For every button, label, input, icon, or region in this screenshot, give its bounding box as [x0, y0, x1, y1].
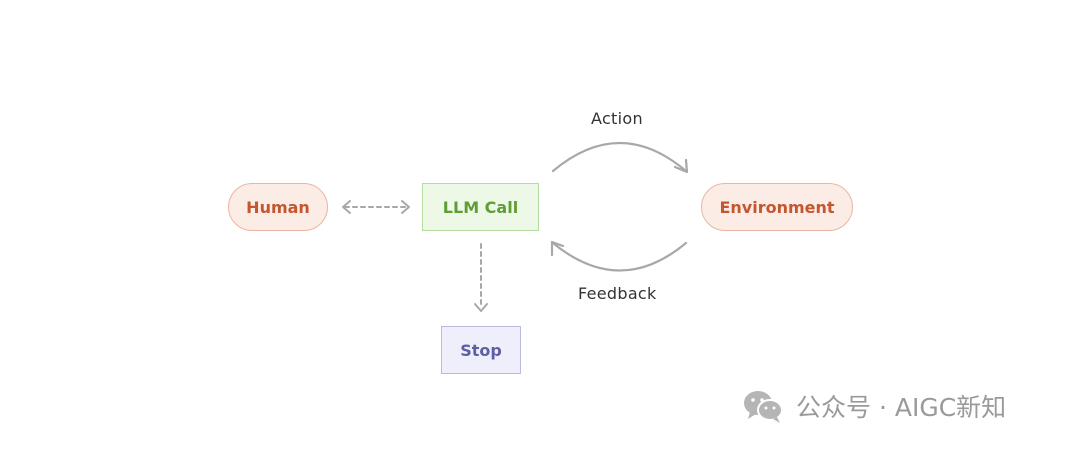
human-label: Human	[246, 197, 310, 217]
llm-call-node: LLM Call	[422, 183, 539, 231]
llm-call-label: LLM Call	[442, 197, 519, 217]
stop-node: Stop	[441, 326, 521, 374]
watermark-text: 公众号 · AIGC新知	[796, 393, 1007, 422]
environment-node: Environment	[701, 183, 853, 231]
human-node: Human	[228, 183, 328, 231]
feedback-arrow	[550, 240, 688, 272]
action-arrow	[551, 142, 689, 174]
feedback-label: Feedback	[578, 284, 657, 303]
watermark: 公众号 · AIGC新知	[742, 388, 1006, 424]
stop-label: Stop	[460, 340, 502, 360]
action-label: Action	[591, 109, 643, 128]
llm-stop-dashed-arrow	[474, 243, 488, 312]
human-llm-dashed-arrow	[342, 200, 410, 214]
environment-label: Environment	[719, 197, 835, 217]
wechat-icon	[744, 391, 783, 423]
